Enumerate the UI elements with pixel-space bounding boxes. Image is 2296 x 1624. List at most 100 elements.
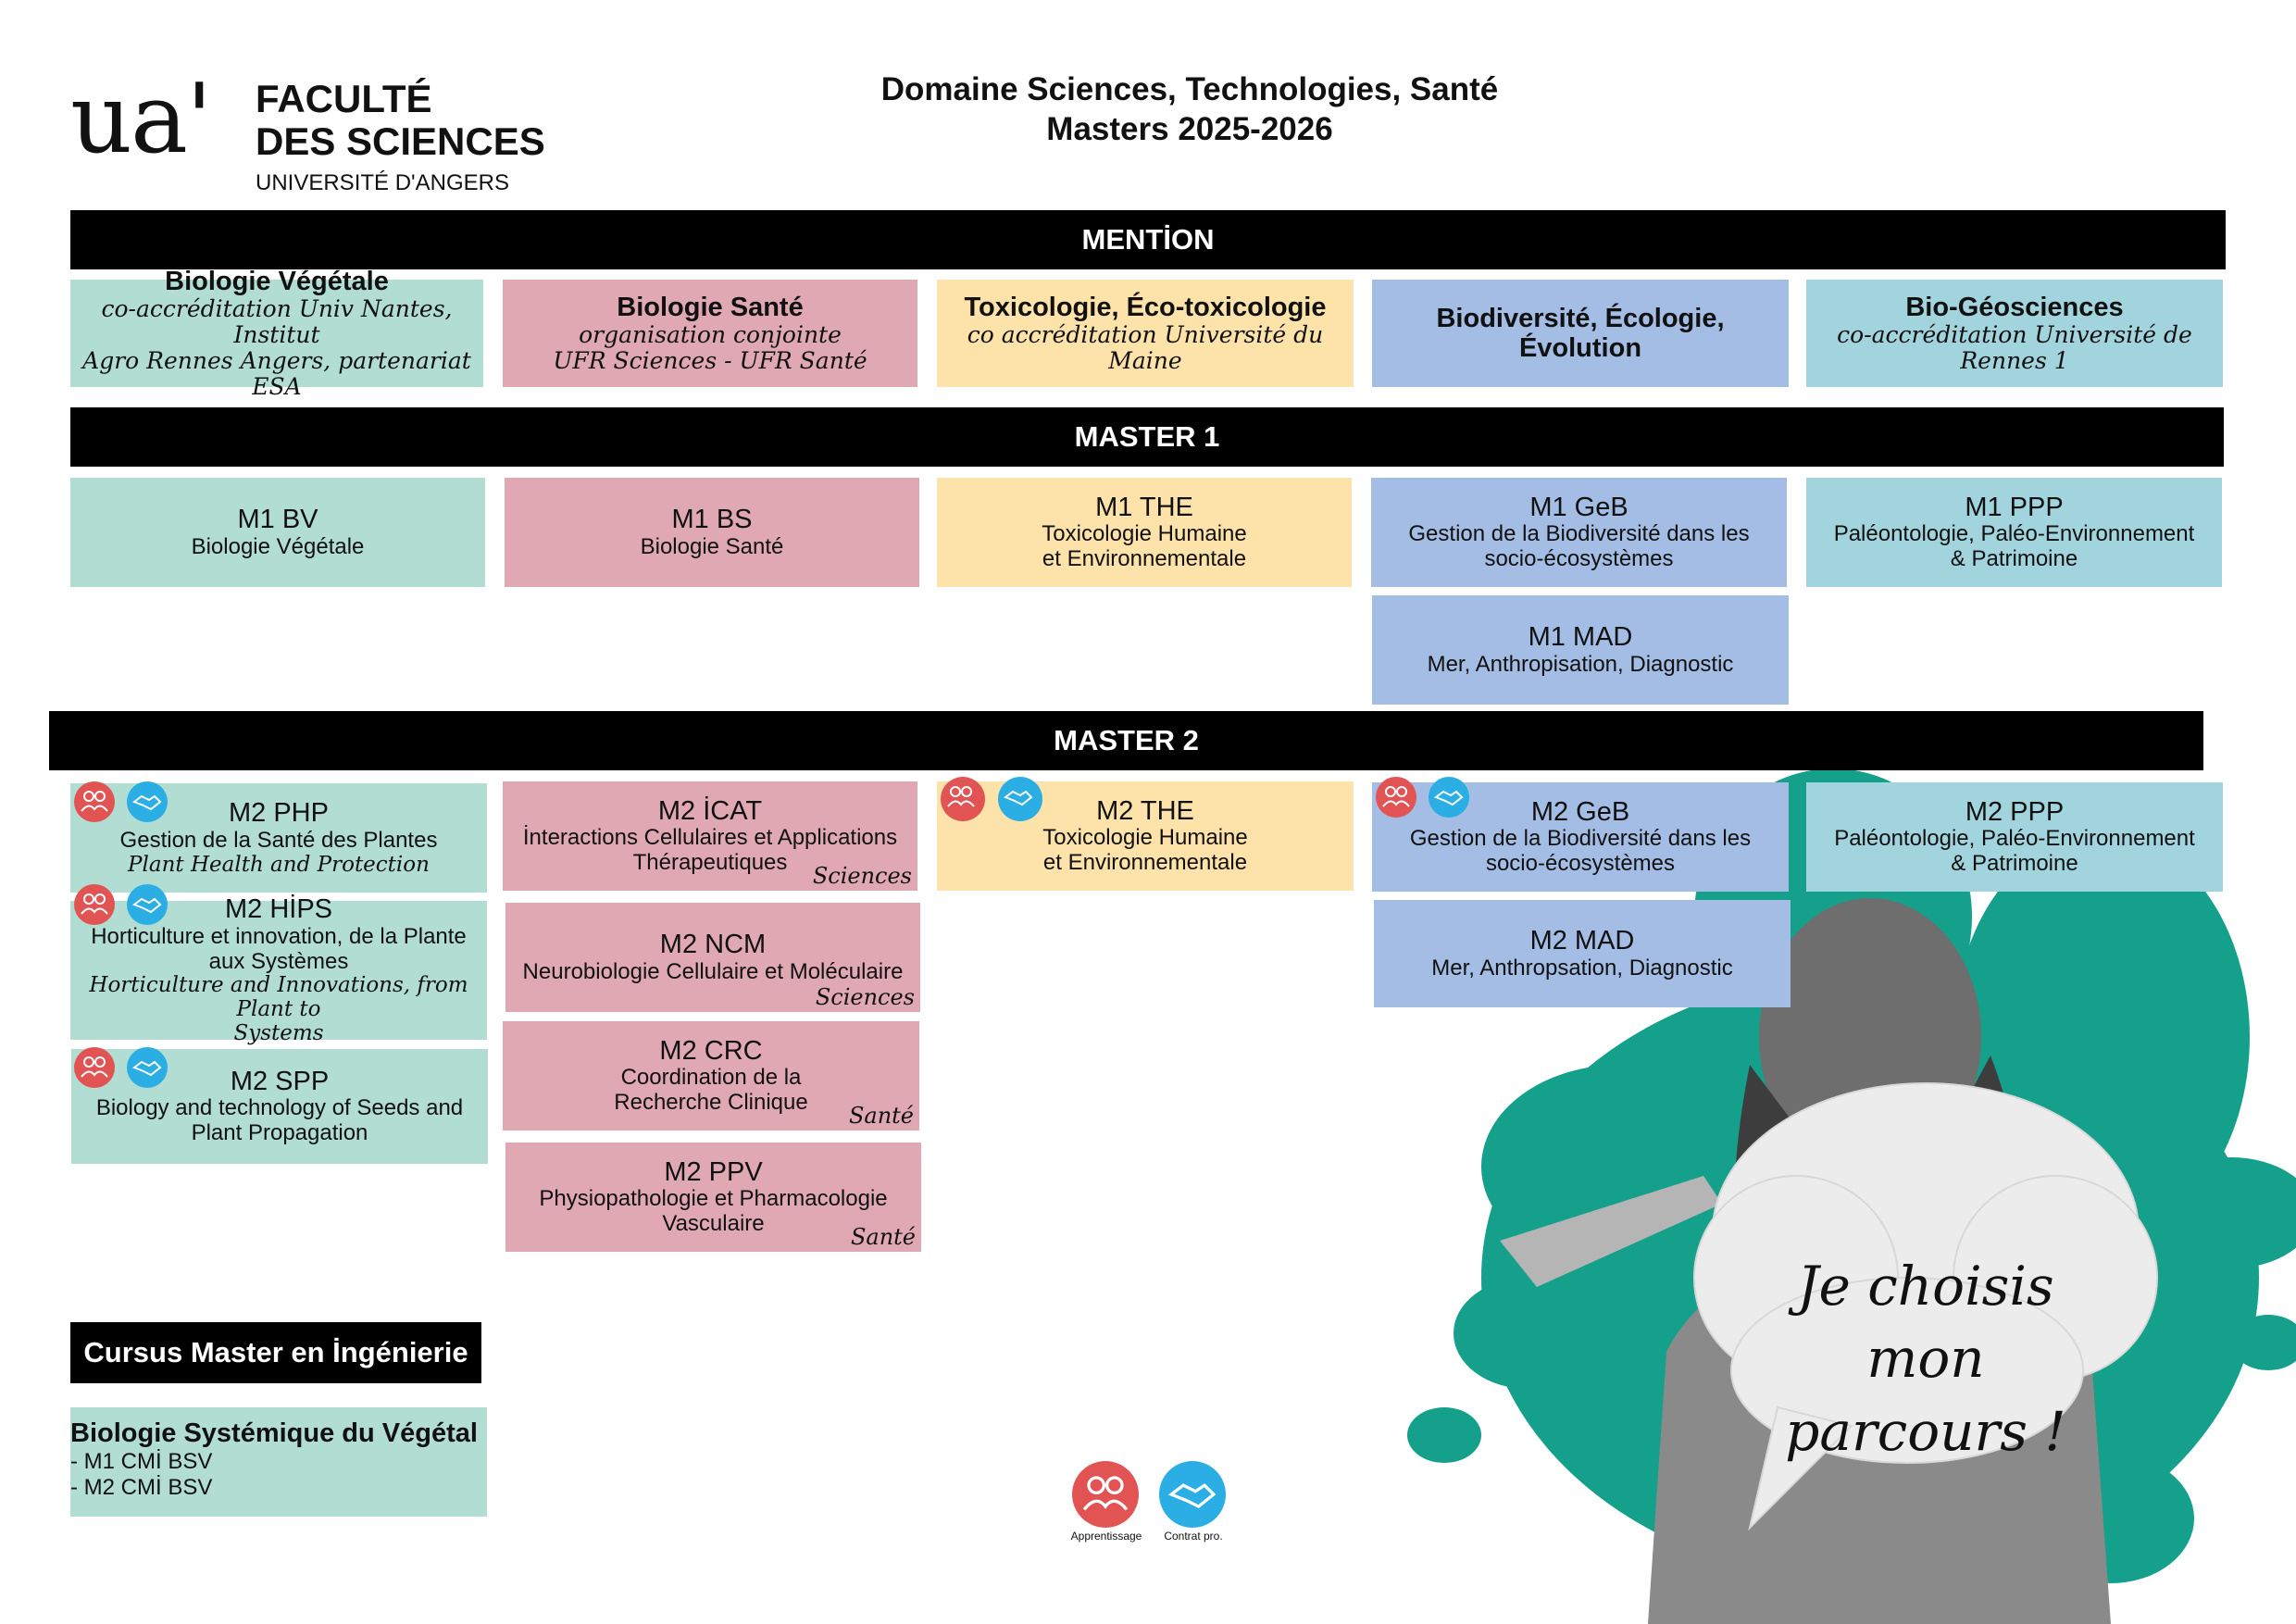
program-tag: Sciences xyxy=(812,863,912,890)
program-code: M2 GeB xyxy=(1530,796,1630,827)
program-label: Mer, Anthropsation, Diagnostic xyxy=(1431,955,1733,981)
m1-geb: M1 GeB Gestion de la Biodiversité dans l… xyxy=(1371,478,1787,587)
program-label: Plant Propagation xyxy=(191,1120,368,1146)
program-label: Mer, Anthropisation, Diagnostic xyxy=(1427,651,1734,677)
mention-title: Biodiversité, Écologie, Évolution xyxy=(1436,303,1725,363)
program-label: Physiopathologie et Pharmacologie xyxy=(539,1186,888,1212)
section-bar-mention: MENTİON xyxy=(70,210,2226,269)
mention-biologie-sante: Biologie Santé organisation conjointe UF… xyxy=(503,280,917,387)
legend: Apprentissage Contrat pro. xyxy=(1065,1461,1241,1544)
logo-line-3: UNIVERSITÉ D'ANGERS xyxy=(256,170,509,195)
program-label: Coordination de la xyxy=(620,1065,802,1091)
program-label: & Patrimoine xyxy=(1951,851,2078,877)
m1-mad: M1 MAD Mer, Anthropisation, Diagnostic xyxy=(1372,595,1789,705)
cmi-bsv: Biologie Systémique du Végétal - M1 CMİ … xyxy=(70,1407,487,1517)
mention-biodiversite: Biodiversité, Écologie, Évolution xyxy=(1372,280,1789,387)
program-label: Gestion de la Biodiversité dans les xyxy=(1408,521,1750,547)
section-bar-cmi: Cursus Master en İngénierie xyxy=(70,1322,481,1383)
mention-title: Biologie Santé xyxy=(617,292,804,322)
cmi-item: - M1 CMİ BSV xyxy=(70,1449,213,1474)
mention-note: co-accréditation Univ Nantes, Institut xyxy=(101,295,453,349)
mention-toxicologie: Toxicologie, Éco-toxicologie co accrédit… xyxy=(937,280,1354,387)
m1-ppp: M1 PPP Paléontologie, Paléo-Environnemen… xyxy=(1806,478,2222,587)
handshake-icon xyxy=(127,884,168,925)
program-label: socio-écosystèmes xyxy=(1484,546,1674,572)
program-label: Recherche Clinique xyxy=(614,1090,808,1116)
speech-text: Je choisis mon parcours ! xyxy=(1731,1250,2120,1468)
m2-crc: M2 CRC Coordination de la Recherche Clin… xyxy=(503,1021,919,1131)
handshake-icon xyxy=(998,777,1042,821)
program-label: Gestion de la Santé des Plantes xyxy=(119,827,438,853)
program-code: M2 HİPS xyxy=(224,894,333,925)
people-icon xyxy=(74,1047,115,1088)
title-line-2: Masters 2025-2026 xyxy=(1046,110,1333,147)
cmi-title: Biologie Systémique du Végétal xyxy=(70,1418,478,1448)
m2-ncm: M2 NCM Neurobiologie Cellulaire et Moléc… xyxy=(505,903,920,1012)
university-logo: ua' FACULTÉ DES SCIENCES UNIVERSITÉ D'AN… xyxy=(70,70,552,200)
m1-bv: M1 BV Biologie Végétale xyxy=(70,478,485,587)
page-title: Domaine Sciences, Technologies, Santé Ma… xyxy=(778,70,1602,149)
program-label: Neurobiologie Cellulaire et Moléculaire xyxy=(522,958,904,984)
program-tag: Santé xyxy=(850,1224,916,1251)
legend-apprentissage: Apprentissage xyxy=(1070,1530,1142,1543)
program-label: Vasculaire xyxy=(662,1211,765,1237)
program-label: et Environnementale xyxy=(1042,546,1247,572)
program-code: M2 PPP xyxy=(1965,796,2065,827)
program-label: Paléontologie, Paléo-Environnement xyxy=(1833,521,2195,547)
program-code: M1 BV xyxy=(237,505,318,535)
m2-mad: M2 MAD Mer, Anthropsation, Diagnostic xyxy=(1374,900,1791,1007)
program-code: M1 MAD xyxy=(1528,622,1633,653)
program-label: Toxicologie Humaine xyxy=(1042,521,1247,547)
program-code: M1 GeB xyxy=(1529,492,1628,522)
handshake-icon xyxy=(1159,1461,1226,1528)
program-code: M1 THE xyxy=(1095,492,1193,522)
mention-bio-geosciences: Bio-Géosciences co-accréditation Univers… xyxy=(1806,280,2223,387)
speech-line-2: parcours ! xyxy=(1785,1399,2066,1463)
program-tag: Sciences xyxy=(815,984,915,1011)
program-label: Thérapeutiques xyxy=(632,850,788,876)
program-label-en: Plant Health and Protection xyxy=(128,852,430,877)
program-label: & Patrimoine xyxy=(1950,546,2078,572)
cmi-item: - M2 CMİ BSV xyxy=(70,1475,213,1500)
program-label: Toxicologie Humaine xyxy=(1042,825,1248,851)
people-icon xyxy=(941,777,985,821)
program-code: M2 İCAT xyxy=(657,795,763,826)
logo-mark: ua' xyxy=(70,62,213,175)
people-icon xyxy=(74,781,115,822)
mention-note: co-accréditation Université de Rennes 1 xyxy=(1837,321,2192,375)
program-label: Horticulture et innovation, de la Plante xyxy=(91,923,467,949)
program-code: M2 PHP xyxy=(229,798,329,829)
speech-line-1: Je choisis mon xyxy=(1797,1255,2054,1391)
title-line-1: Domaine Sciences, Technologies, Santé xyxy=(880,71,1499,107)
program-code: M1 BS xyxy=(671,505,753,535)
program-label: Biologie Végétale xyxy=(191,533,365,559)
mention-note: UFR Sciences - UFR Santé xyxy=(553,347,867,375)
m2-hips: M2 HİPS Horticulture et innovation, de l… xyxy=(70,894,487,1045)
people-icon xyxy=(1376,777,1416,818)
m2-ppv: M2 PPV Physiopathologie et Pharmacologie… xyxy=(505,1143,921,1252)
handshake-icon xyxy=(1429,777,1469,818)
program-label: Gestion de la Biodiversité dans les xyxy=(1409,826,1752,852)
section-bar-master1: MASTER 1 xyxy=(70,407,2224,467)
mention-note: co accréditation Université du Maine xyxy=(967,321,1324,375)
people-icon xyxy=(1072,1461,1139,1528)
program-tag: Santé xyxy=(848,1103,914,1130)
program-label: Paléontologie, Paléo-Environnement xyxy=(1834,826,2195,852)
logo-line-1: FACULTÉ xyxy=(256,77,432,120)
program-label: et Environnementale xyxy=(1042,850,1248,876)
mention-title: Toxicologie, Éco-toxicologie xyxy=(964,292,1327,322)
m1-bs: M1 BS Biologie Santé xyxy=(505,478,919,587)
handshake-icon xyxy=(127,1047,168,1088)
logo-line-2: DES SCIENCES xyxy=(256,119,545,164)
program-label: İnteractions Cellulaires et Applications xyxy=(522,825,898,851)
program-label: socio-écosystèmes xyxy=(1485,851,1676,877)
program-code: M2 THE xyxy=(1096,795,1194,826)
program-label: aux Systèmes xyxy=(208,948,349,974)
program-label-en: Systems xyxy=(233,1020,324,1045)
program-code: M2 SPP xyxy=(230,1066,330,1096)
program-code: M1 PPP xyxy=(1965,492,2064,522)
legend-contrat: Contrat pro. xyxy=(1164,1530,1223,1543)
program-code: M2 MAD xyxy=(1529,926,1635,956)
mention-title: Bio-Géosciences xyxy=(1905,292,2124,322)
section-bar-master2: MASTER 2 xyxy=(49,711,2203,770)
